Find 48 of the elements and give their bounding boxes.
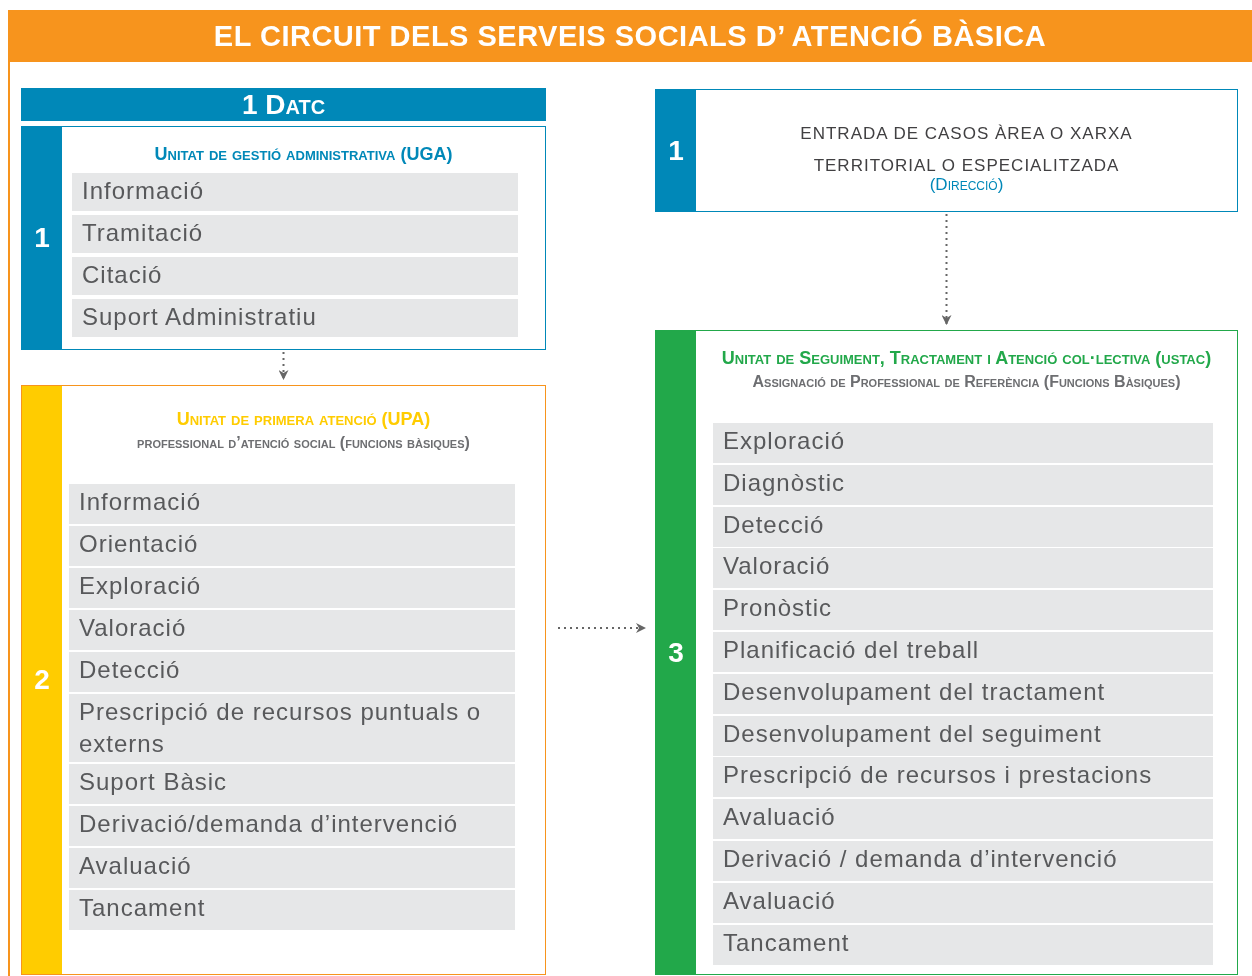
- function-row: Derivació / demanda d’intervenció: [713, 841, 1213, 881]
- function-row: Tramitació: [72, 215, 518, 253]
- function-row: Valoració: [713, 548, 1213, 589]
- dotted-arrow: [278, 351, 289, 380]
- function-row: Diagnòstic: [713, 464, 1213, 505]
- step-number: 1: [667, 134, 685, 167]
- section-heading: 1 Datc: [240, 88, 327, 121]
- function-row: Avaluació: [69, 848, 515, 888]
- function-row: Citació: [72, 257, 518, 295]
- step-number: 2: [33, 664, 51, 696]
- entry-description: ENTRADA DE CASOS ÀREA O XARXA TERRITORIAL O ESPECIALITZADA: [799, 123, 1134, 177]
- unit-box: [655, 89, 1238, 212]
- title-banner: EL CIRCUIT DELS SERVEIS SOCIALS D’ ATENCIÓ BÀSICA: [8, 10, 1252, 62]
- step-number: 1: [33, 222, 51, 254]
- unit-box: [655, 330, 1238, 975]
- entry-note: (Direcció): [928, 174, 1005, 196]
- function-row: Prescripció de recursos i prestacions: [713, 757, 1213, 798]
- function-row: Informació: [69, 484, 515, 524]
- unit-heading: Unitat de primera atenció (UPA): [175, 408, 432, 430]
- function-row: Planificació del treball: [713, 632, 1213, 672]
- unit-subheading: Assignació de Professional de Referència (Funcions Bàsiques): [751, 372, 1182, 392]
- function-row: Desenvolupament del seguiment: [713, 715, 1213, 756]
- function-row: Tancament: [713, 924, 1213, 965]
- function-row: Detecció: [69, 652, 515, 692]
- unit-box: [21, 385, 546, 975]
- dotted-arrow: [941, 213, 952, 325]
- function-row: Avaluació: [713, 799, 1213, 840]
- function-row: Tancament: [69, 890, 515, 930]
- function-row: Informació: [72, 173, 518, 211]
- function-row: Prescripció de recursos puntuals o externs: [69, 694, 515, 762]
- unit-subheading: professional d’atenció social (funcions bàsiques): [136, 433, 471, 453]
- dotted-arrow: [557, 623, 646, 633]
- step-number: 3: [667, 636, 685, 669]
- function-row: Exploració: [69, 568, 515, 608]
- function-row: Suport Administratiu: [72, 299, 518, 337]
- function-row: Avaluació: [713, 882, 1213, 923]
- unit-heading: Unitat de Seguiment, Tractament i Atenció col·lectiva (ustac): [720, 347, 1213, 369]
- function-row: Pronòstic: [713, 590, 1213, 631]
- function-row: Detecció: [713, 506, 1213, 547]
- function-row: Suport Bàsic: [69, 764, 515, 804]
- function-row: Exploració: [713, 423, 1213, 463]
- function-row: Valoració: [69, 610, 515, 650]
- function-row: Desenvolupament del tractament: [713, 673, 1213, 714]
- function-row: Orientació: [69, 526, 515, 566]
- unit-heading: Unitat de gestió administrativa (UGA): [153, 143, 454, 165]
- function-row: Derivació/demanda d’intervenció: [69, 806, 515, 846]
- unit-box: [21, 126, 546, 350]
- section-header-band: [21, 88, 546, 121]
